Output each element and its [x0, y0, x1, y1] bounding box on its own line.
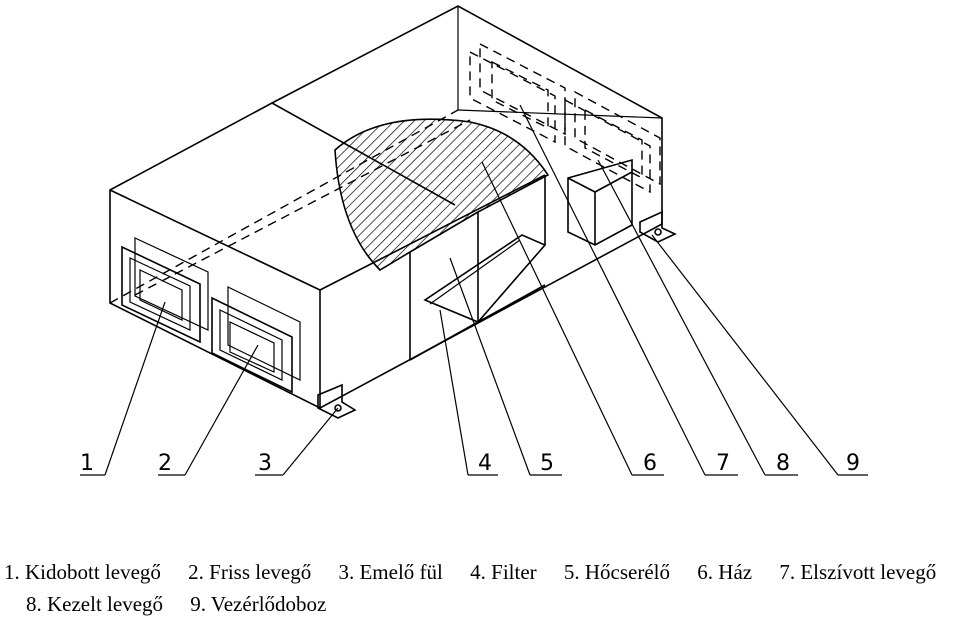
- filter: [423, 234, 547, 323]
- callout-labels: 1 2 3 4 5 6 7 8 9: [80, 451, 860, 476]
- callout-6: 6: [643, 451, 657, 476]
- legend-item-5: 5. Hőcserélő: [563, 560, 671, 584]
- rear-dashed-outlets: [469, 42, 661, 194]
- legend-item-7: 7. Elszívott levegő: [779, 560, 937, 584]
- lifting-lug-rear: [639, 210, 677, 243]
- legend-item-6: 6. Ház: [697, 560, 753, 584]
- ventilation-unit-diagram: 1 2 3 4 5 6 7 8 9: [80, 5, 868, 476]
- callout-5: 5: [540, 451, 554, 476]
- callout-7: 7: [716, 451, 730, 476]
- legend: 1. Kidobott levegő 2. Friss levegő 3. Em…: [4, 556, 956, 620]
- legend-item-4: 4. Filter: [470, 560, 537, 584]
- legend-item-3: 3. Emelő fül: [338, 560, 443, 584]
- legend-item-8: 8. Kezelt levegő: [26, 592, 164, 616]
- heat-exchanger: [334, 118, 550, 361]
- callout-3: 3: [258, 451, 272, 476]
- callout-8: 8: [776, 451, 790, 476]
- callout-1: 1: [80, 451, 94, 476]
- legend-item-9: 9. Vezérlődoboz: [190, 592, 327, 616]
- air-openings: [121, 237, 301, 394]
- control-box: [567, 158, 633, 246]
- leader-lines: [80, 104, 868, 476]
- legend-item-1: 1. Kidobott levegő: [4, 560, 161, 584]
- callout-4: 4: [478, 451, 492, 476]
- legend-item-2: 2. Friss levegő: [188, 560, 312, 584]
- callout-9: 9: [846, 451, 860, 476]
- lifting-lug-front: [317, 383, 357, 419]
- callout-2: 2: [158, 451, 172, 476]
